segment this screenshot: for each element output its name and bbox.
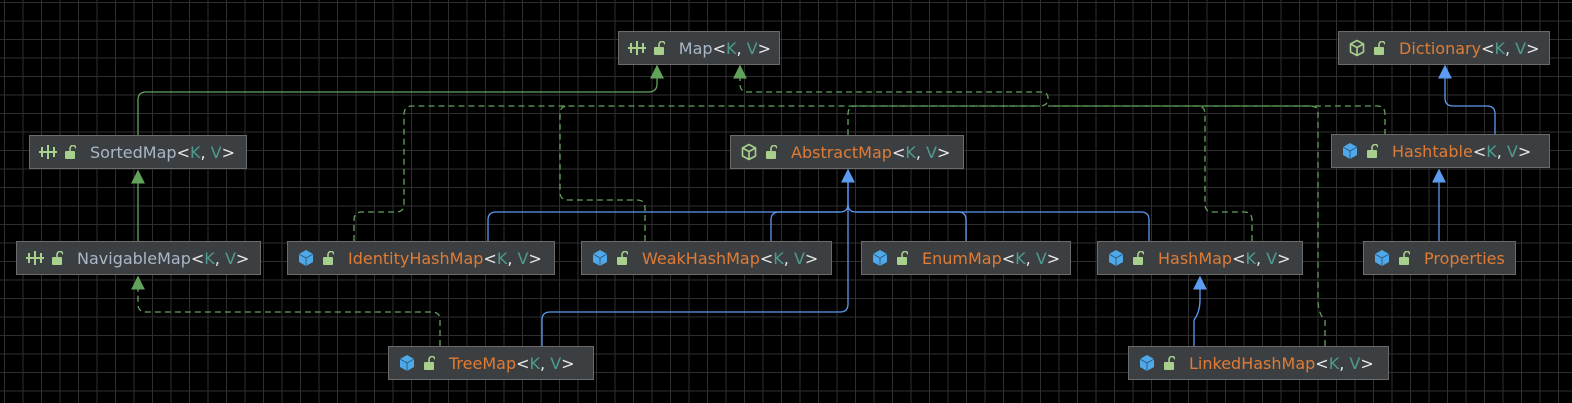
interface-icon <box>38 142 58 162</box>
lock-open-icon <box>763 143 779 161</box>
node-name: TreeMap <box>449 353 517 373</box>
class-icon <box>1106 248 1126 268</box>
lock-open-icon <box>614 249 630 267</box>
edge-abstractmap-implements-map <box>733 64 1049 135</box>
node-name: Hashtable <box>1392 141 1473 161</box>
node-name: SortedMap <box>90 142 177 162</box>
treemap-node[interactable]: TreeMap<K, V> <box>388 346 594 380</box>
edge-treemap-implements-navigablemap <box>131 275 441 346</box>
edge-linkedhashmap-implements-map <box>1048 105 1326 346</box>
class-icon <box>1340 141 1360 161</box>
edge-sortedmap-to-map <box>137 64 664 135</box>
hashmap-node[interactable]: HashMap<K, V> <box>1097 241 1303 275</box>
lock-open-icon <box>1371 39 1387 57</box>
lock-open-icon <box>894 249 910 267</box>
lock-open-icon <box>1161 354 1177 372</box>
properties-node[interactable]: Properties <box>1363 241 1516 275</box>
node-name: Dictionary <box>1399 38 1482 58</box>
interface-icon <box>627 38 647 58</box>
lock-open-icon <box>1364 142 1380 160</box>
lock-open-icon <box>421 354 437 372</box>
node-name: HashMap <box>1158 248 1233 268</box>
class-icon <box>296 248 316 268</box>
interface-icon <box>25 248 45 268</box>
node-name: AbstractMap <box>791 142 892 162</box>
class-icon <box>397 353 417 373</box>
identityhashmap-node[interactable]: IdentityHashMap<K, V> <box>287 241 555 275</box>
class-icon <box>1137 353 1157 373</box>
lock-open-icon <box>651 39 667 57</box>
edge-weakhashmap-to-abstractmap <box>770 211 840 241</box>
edge-enummap-to-abstractmap <box>847 203 967 241</box>
edge-identityhashmap-to-abstractmap <box>487 168 855 241</box>
node-name: Properties <box>1424 248 1505 268</box>
lock-open-icon <box>49 249 65 267</box>
edge-hashmap-to-abstractmap <box>856 211 1150 241</box>
abstractmap-node[interactable]: AbstractMap<K, V> <box>730 135 964 169</box>
class-icon <box>870 248 890 268</box>
sortedmap-node[interactable]: SortedMap<K, V> <box>29 135 247 169</box>
lock-open-icon <box>320 249 336 267</box>
abstract-class-icon <box>739 142 759 162</box>
edge-treemap-to-abstractmap <box>541 170 849 346</box>
class-icon <box>590 248 610 268</box>
map-node[interactable]: Map<K, V> <box>618 31 780 65</box>
edge-linkedhashmap-to-hashmap <box>1193 275 1207 346</box>
edge-weakhashmap-implements-map <box>559 105 646 241</box>
class-icon <box>1372 248 1392 268</box>
hashtable-node[interactable]: Hashtable<K, V> <box>1331 134 1550 168</box>
navigablemap-node[interactable]: NavigableMap<K, V> <box>16 241 261 275</box>
linkedhashmap-node[interactable]: LinkedHashMap<K, V> <box>1128 346 1389 380</box>
lock-open-icon <box>62 143 78 161</box>
edge-hashtable-to-dictionary <box>1438 64 1496 135</box>
node-name: NavigableMap <box>77 248 191 268</box>
node-name: WeakHashMap <box>642 248 760 268</box>
node-name: LinkedHashMap <box>1189 353 1316 373</box>
abstract-class-icon <box>1347 38 1367 58</box>
weakhashmap-node[interactable]: WeakHashMap<K, V> <box>581 241 832 275</box>
node-name: Map <box>678 38 713 58</box>
edge-hashtable-implements-map <box>1048 105 1386 135</box>
lock-open-icon <box>1396 249 1412 267</box>
node-name: EnumMap <box>922 248 1002 268</box>
dictionary-node[interactable]: Dictionary<K, V> <box>1338 31 1550 65</box>
edge-identityhashmap-implements-map <box>353 105 1040 241</box>
edge-hashmap-implements-map <box>1196 105 1253 241</box>
node-name: IdentityHashMap <box>348 248 484 268</box>
enummap-node[interactable]: EnumMap<K, V> <box>861 241 1071 275</box>
lock-open-icon <box>1130 249 1146 267</box>
